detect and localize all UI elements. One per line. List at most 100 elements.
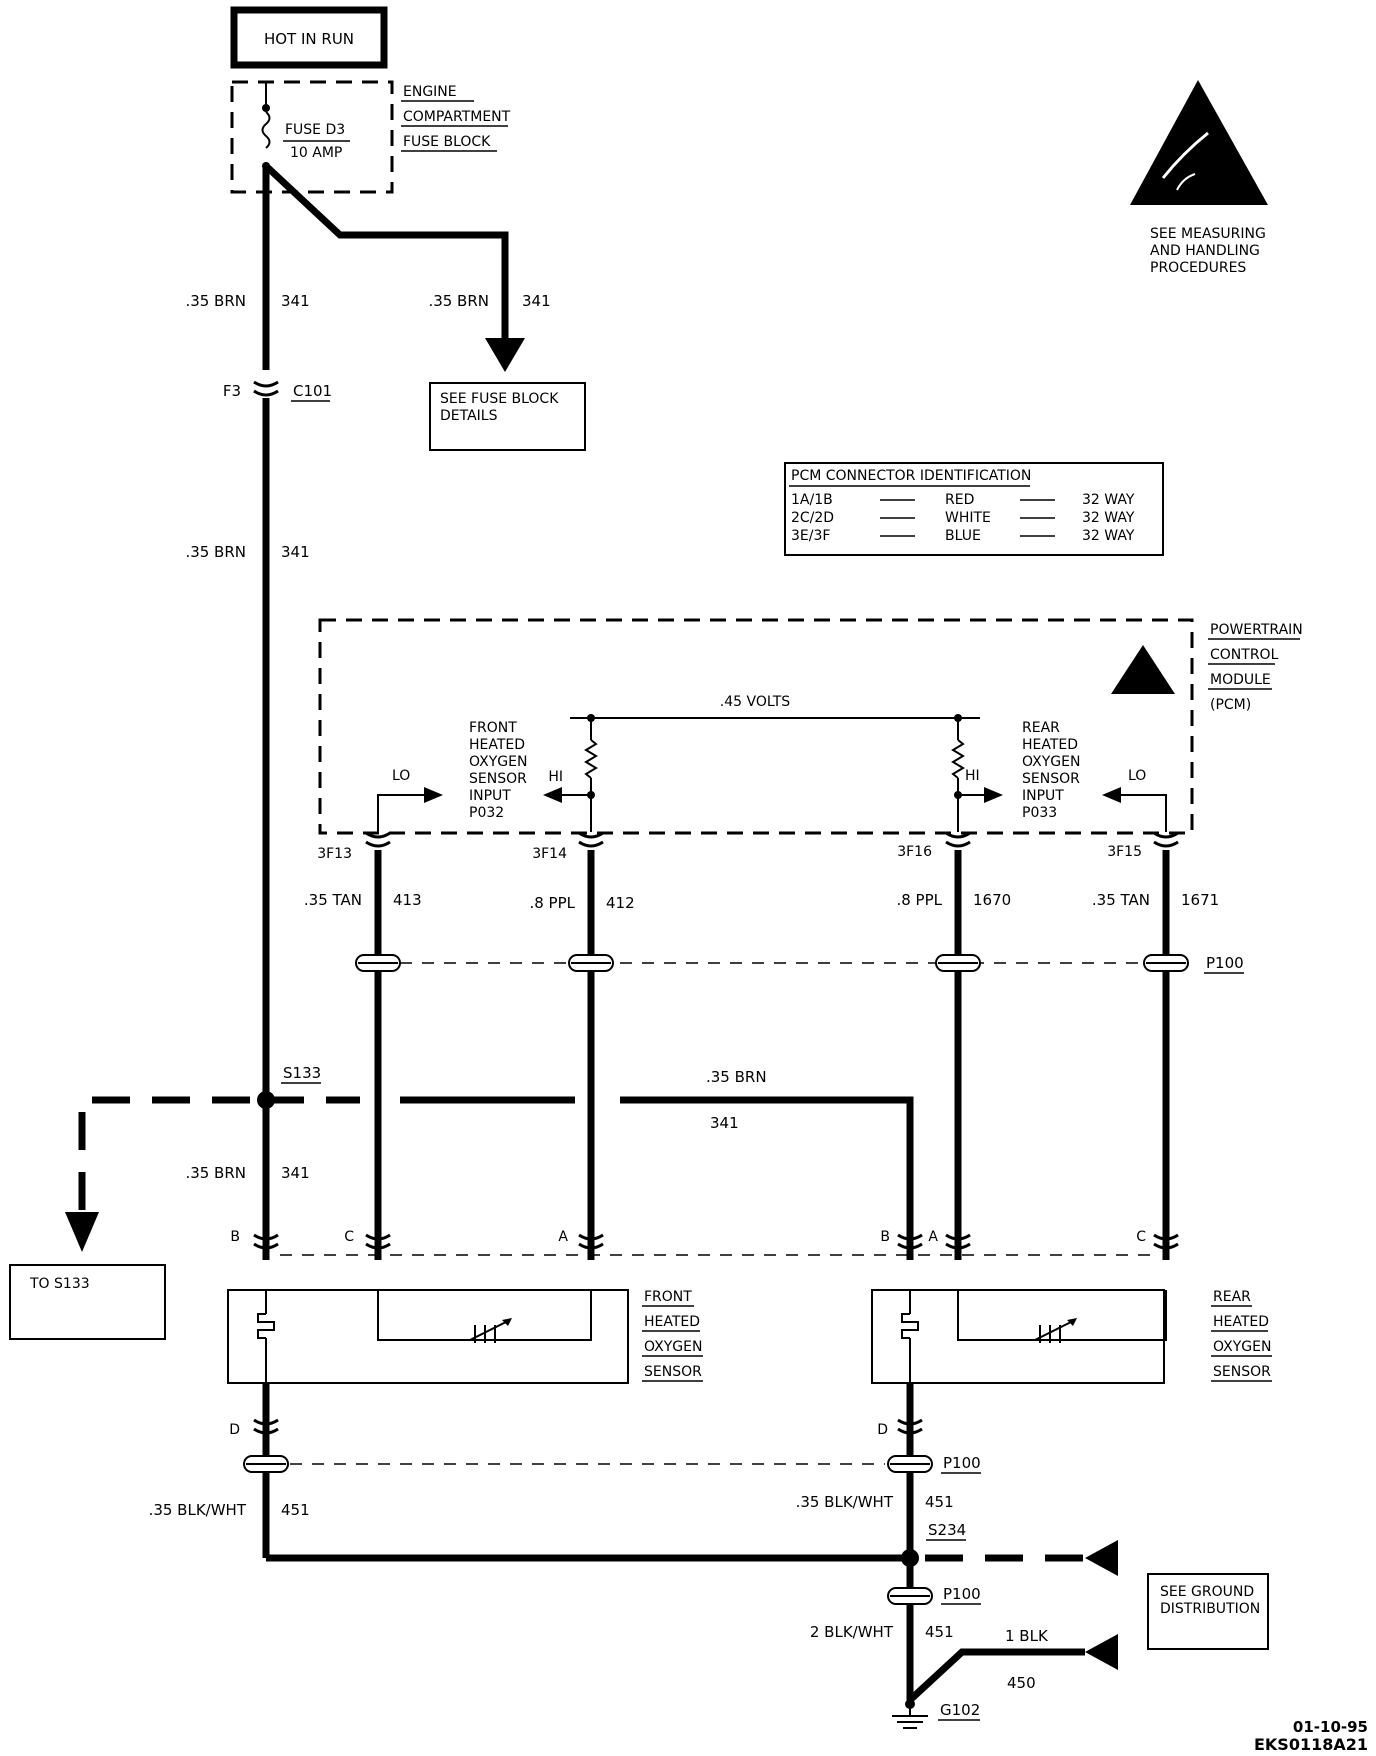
splice-s234-icon bbox=[901, 1549, 919, 1567]
sensor-element-icon bbox=[1034, 1319, 1076, 1343]
svg-text:3E/3F: 3E/3F bbox=[791, 528, 830, 544]
front-sensor-label-line: OXYGEN bbox=[644, 1339, 702, 1355]
wire-341-to-fuse-block bbox=[263, 163, 509, 345]
pcm-rear-lo-label: LO bbox=[1128, 768, 1146, 784]
front-oxygen-sensor bbox=[227, 1289, 629, 1384]
connector-p100-label: P100 bbox=[943, 1454, 981, 1472]
arrow-down-icon bbox=[65, 1212, 99, 1252]
svg-text:1A/1B: 1A/1B bbox=[791, 492, 833, 508]
svg-text:2C/2D: 2C/2D bbox=[791, 510, 834, 526]
heater-element-icon bbox=[901, 1313, 919, 1339]
fuse-block-line-2: COMPARTMENT bbox=[403, 109, 511, 125]
connector-f3-label: F3 bbox=[223, 382, 241, 400]
fuse-name: FUSE D3 bbox=[285, 122, 345, 138]
wire-341-to-rear-sensor bbox=[620, 1096, 914, 1260]
front-resistor-icon bbox=[584, 739, 598, 779]
ground-distribution-box: SEE GROUND DISTRIBUTION bbox=[1147, 1573, 1269, 1650]
svg-text:BLUE: BLUE bbox=[945, 528, 981, 544]
wire-circuit-341-d: 341 bbox=[710, 1114, 739, 1132]
splice-s133-icon bbox=[257, 1091, 275, 1109]
pcm-rear-hi-label: HI bbox=[965, 768, 980, 784]
pcm-rear-input-line: REAR bbox=[1022, 720, 1060, 736]
svg-text:32 WAY: 32 WAY bbox=[1082, 528, 1135, 544]
pcm-rear-input-line: HEATED bbox=[1022, 737, 1078, 753]
wire-circuit-341-a: 341 bbox=[281, 292, 310, 310]
rear-resistor-icon bbox=[951, 739, 965, 779]
pin-a-label: A bbox=[928, 1229, 938, 1245]
hot-in-run-label: HOT IN RUN bbox=[264, 30, 354, 48]
footer-date: 01-10-95 bbox=[1293, 1718, 1368, 1736]
fuse-block-details-line-2: DETAILS bbox=[440, 408, 498, 424]
connector-p100-label: P100 bbox=[943, 1585, 981, 1603]
pin-c-label: C bbox=[344, 1229, 354, 1245]
wire-gauge-341-e: .35 BRN bbox=[185, 1164, 246, 1182]
wire-gauge-1671: .35 TAN bbox=[1092, 891, 1150, 909]
wire-gauge-451-main: 2 BLK/WHT bbox=[810, 1623, 894, 1641]
arrow-right-icon bbox=[984, 787, 1003, 803]
connector-3f13-icon bbox=[364, 831, 392, 848]
connector-3f14-icon bbox=[577, 831, 605, 848]
pcm-front-input-line: HEATED bbox=[469, 737, 525, 753]
hot-in-run-box: HOT IN RUN bbox=[230, 6, 388, 69]
svg-text:32 WAY: 32 WAY bbox=[1082, 510, 1135, 526]
svg-text:32 WAY: 32 WAY bbox=[1082, 492, 1135, 508]
wire-circuit-341-c: 341 bbox=[281, 543, 310, 561]
pcm-front-input-line: P032 bbox=[469, 805, 504, 821]
wire-450 bbox=[907, 1648, 1085, 1703]
wire-circuit-1670: 1670 bbox=[973, 891, 1011, 909]
front-sensor-label-line: FRONT bbox=[644, 1289, 692, 1305]
svg-text:WHITE: WHITE bbox=[945, 510, 991, 526]
sensor-element-icon bbox=[469, 1319, 511, 1343]
fuse-block-line-1: ENGINE bbox=[403, 84, 457, 100]
connector-c101-icon bbox=[252, 380, 280, 397]
pcm-esd-icon bbox=[1111, 645, 1175, 694]
fuse-icon bbox=[261, 111, 271, 149]
fuse-rating: 10 AMP bbox=[290, 145, 342, 161]
wire-circuit-451-rear: 451 bbox=[925, 1493, 954, 1511]
pcm-label-line-3: MODULE bbox=[1210, 672, 1271, 688]
wire-gauge-451-rear: .35 BLK/WHT bbox=[796, 1493, 894, 1511]
connector-c101-label: C101 bbox=[293, 382, 332, 400]
to-s133-label: TO S133 bbox=[29, 1276, 90, 1292]
rear-oxygen-sensor bbox=[871, 1289, 1167, 1384]
wire-gauge-341-d: .35 BRN bbox=[706, 1068, 767, 1086]
wire-circuit-341-e: 341 bbox=[281, 1164, 310, 1182]
ground-distribution-line-1: SEE GROUND bbox=[1160, 1584, 1254, 1600]
pin-3f14-label: 3F14 bbox=[532, 846, 567, 862]
ground-distribution-line-2: DISTRIBUTION bbox=[1160, 1601, 1260, 1617]
connector-p100-icon bbox=[935, 954, 981, 972]
rear-sensor-label-line: REAR bbox=[1213, 1289, 1251, 1305]
pcm-connector-table: PCM CONNECTOR IDENTIFICATION 1A/1B RED 3… bbox=[784, 462, 1164, 556]
esd-note-line-3: PROCEDURES bbox=[1150, 260, 1246, 276]
esd-note-line-2: AND HANDLING bbox=[1150, 243, 1260, 259]
pcm-table-row: 3E/3F BLUE 32 WAY bbox=[791, 528, 1135, 544]
pcm-label-line-2: CONTROL bbox=[1210, 647, 1279, 663]
connector-p100-icon bbox=[887, 1455, 933, 1473]
connector-p100-icon bbox=[887, 1587, 933, 1605]
ground-g102-label: G102 bbox=[940, 1701, 980, 1719]
pcm-rear-input-line: P033 bbox=[1022, 805, 1057, 821]
wire-circuit-451-front: 451 bbox=[281, 1501, 310, 1519]
wire-circuit-413: 413 bbox=[393, 891, 422, 909]
rear-sensor-label-line: HEATED bbox=[1213, 1314, 1269, 1330]
front-sensor-label-line: SENSOR bbox=[644, 1364, 702, 1380]
pcm-module: POWERTRAIN CONTROL MODULE (PCM) .45 VOLT… bbox=[318, 618, 1303, 835]
pin-d-label: D bbox=[229, 1422, 240, 1438]
pcm-table-row: 2C/2D WHITE 32 WAY bbox=[791, 510, 1135, 526]
pin-3f13-label: 3F13 bbox=[317, 846, 352, 862]
arrow-left-icon bbox=[1085, 1634, 1118, 1670]
pin-b-label: B bbox=[880, 1229, 890, 1245]
arrow-right-icon bbox=[424, 787, 443, 803]
pin-c-label: C bbox=[1136, 1229, 1146, 1245]
arrow-left-icon bbox=[543, 787, 562, 803]
splice-s234-label: S234 bbox=[928, 1521, 966, 1539]
arrow-left-icon bbox=[1085, 1540, 1118, 1576]
footer-code: EKS0118A21 bbox=[1254, 1735, 1368, 1754]
pcm-front-input-line: INPUT bbox=[469, 788, 511, 804]
arrow-left-icon bbox=[1102, 787, 1121, 803]
esd-warning: SEE MEASURING AND HANDLING PROCEDURES bbox=[1130, 80, 1268, 276]
splice-s133-label: S133 bbox=[283, 1064, 321, 1082]
wire-gauge-451-front: .35 BLK/WHT bbox=[149, 1501, 247, 1519]
wire-circuit-450: 450 bbox=[1007, 1674, 1036, 1692]
